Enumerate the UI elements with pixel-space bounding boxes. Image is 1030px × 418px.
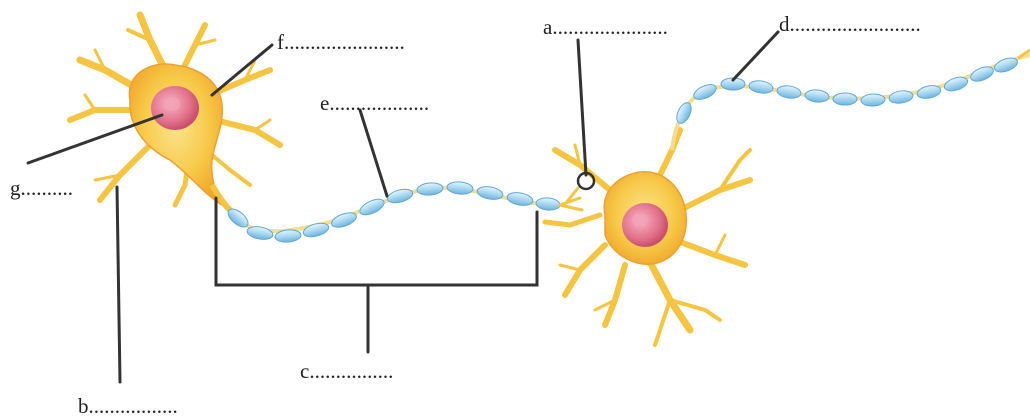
neuron-2 — [545, 130, 750, 345]
leader-line-b — [117, 187, 120, 382]
leader-line-e — [360, 110, 387, 196]
neuron-1-cell-body — [129, 64, 222, 205]
myelin-sheath-1 — [225, 181, 561, 243]
axon-terminal-1 — [560, 188, 582, 210]
leader-line-a — [578, 40, 586, 175]
label-f: f....................... — [277, 32, 405, 53]
neuron-1-nucleolus — [164, 97, 180, 111]
label-e: e................... — [320, 93, 429, 114]
leader-line-d — [733, 32, 778, 80]
neuron-2-nucleolus — [632, 213, 648, 227]
label-d: d......................... — [779, 14, 921, 35]
label-c: c................ — [300, 361, 393, 382]
label-g: g.......... — [10, 178, 73, 199]
neuron-1 — [70, 15, 280, 212]
myelin-sheath-2 — [674, 55, 1019, 125]
label-a: a...................... — [543, 17, 668, 38]
